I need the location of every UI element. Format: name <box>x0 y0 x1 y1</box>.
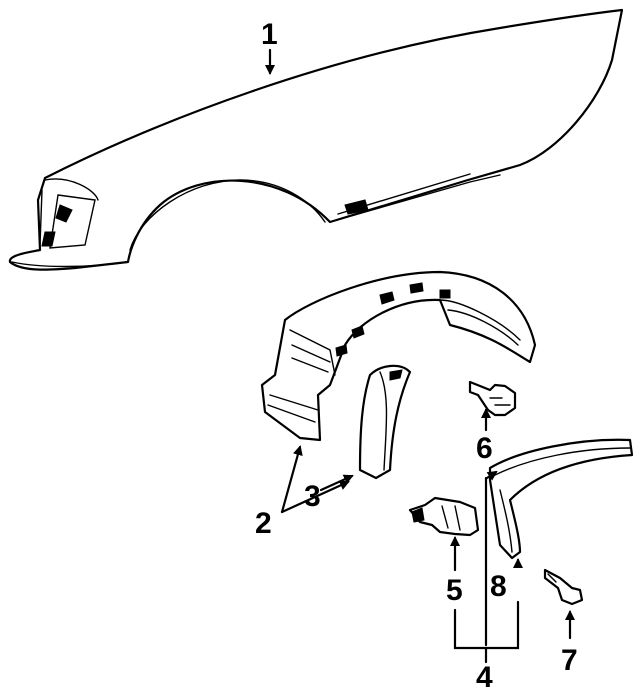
wheelhouse-liner-part <box>260 270 537 442</box>
bracket-part <box>408 496 480 537</box>
callout-2: 2 <box>255 507 272 540</box>
leader-lines <box>265 48 575 664</box>
splash-shield-part <box>358 364 412 480</box>
callout-1: 1 <box>261 18 278 51</box>
clip-part <box>468 380 517 417</box>
callout-3: 3 <box>304 480 321 513</box>
callout-5: 5 <box>446 574 463 607</box>
molding-part <box>488 438 634 560</box>
callout-8: 8 <box>490 570 507 603</box>
callout-7: 7 <box>561 644 578 677</box>
fender-part <box>8 8 624 271</box>
callout-6: 6 <box>476 432 493 465</box>
callout-4: 4 <box>476 661 493 694</box>
bolt-part <box>543 568 584 606</box>
